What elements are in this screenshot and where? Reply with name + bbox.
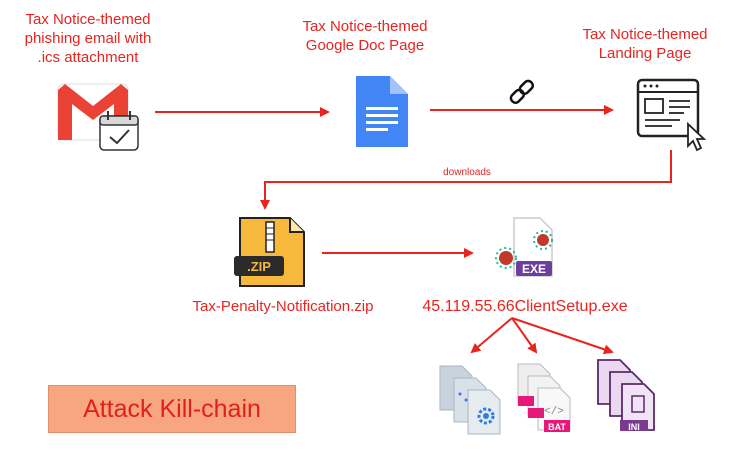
webpage-cursor-icon — [636, 78, 707, 152]
landing-label-line2: Landing Page — [598, 45, 692, 62]
landing-node-label: Tax Notice-themed Landing Page — [560, 25, 730, 63]
email-node-label: Tax Notice-themed phishing email with .i… — [2, 10, 174, 67]
gdoc-label-line1: Tax Notice-themed — [302, 18, 428, 35]
edge-exe-to-ini — [511, 317, 614, 355]
svg-text:</>: </> — [544, 406, 564, 418]
link-icon — [509, 79, 535, 105]
email-label-line3: .ics attachment — [37, 49, 139, 66]
diagram-title: Attack Kill-chain — [83, 394, 261, 423]
exe-malware-icon: EXE — [495, 217, 553, 277]
downloads-edge-label: downloads — [443, 167, 491, 178]
dll-gear-file-icon — [439, 365, 501, 435]
exe-badge: EXE — [522, 262, 546, 276]
email-label-line2: phishing email with — [24, 30, 152, 47]
exe-node-label: 45.119.55.66ClientSetup.exe — [422, 298, 628, 315]
zip-file-icon: .ZIP — [234, 217, 305, 287]
landing-label-line1: Tax Notice-themed — [582, 26, 708, 43]
gmail-calendar-icon — [57, 83, 139, 151]
ini-badge: INI — [628, 422, 640, 432]
edge-landing-to-zip — [260, 150, 672, 210]
edge-exe-to-bat — [511, 317, 538, 354]
gdoc-label-line2: Google Doc Page — [305, 37, 425, 54]
gdoc-node-label: Tax Notice-themed Google Doc Page — [260, 17, 470, 55]
bat-file-icon: </> BAT — [517, 363, 571, 432]
google-doc-icon — [356, 76, 408, 147]
zip-node-label: Tax-Penalty-Notification.zip — [192, 298, 374, 315]
title-box: Attack Kill-chain — [48, 385, 296, 433]
bat-badge: BAT — [548, 422, 566, 432]
ini-file-icon: INI — [597, 359, 655, 432]
zip-badge: .ZIP — [247, 259, 271, 274]
email-label-line1: Tax Notice-themed — [25, 11, 151, 28]
edge-exe-to-dll — [470, 317, 513, 354]
